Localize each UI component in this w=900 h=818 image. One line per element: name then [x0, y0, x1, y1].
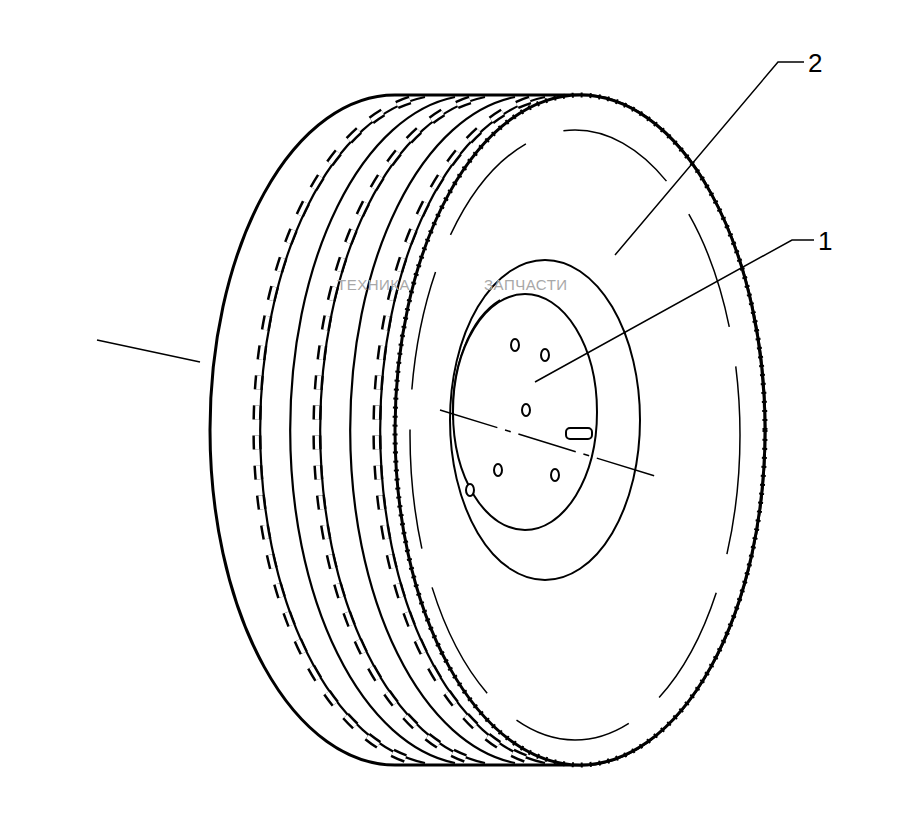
- watermark-text: ЗАПЧАСТИ: [484, 277, 568, 292]
- watermark-text: ТЕХНИКА: [337, 277, 410, 292]
- callout-number: 2: [808, 50, 822, 76]
- callout-number: 1: [818, 228, 832, 254]
- leader-line: [535, 62, 814, 382]
